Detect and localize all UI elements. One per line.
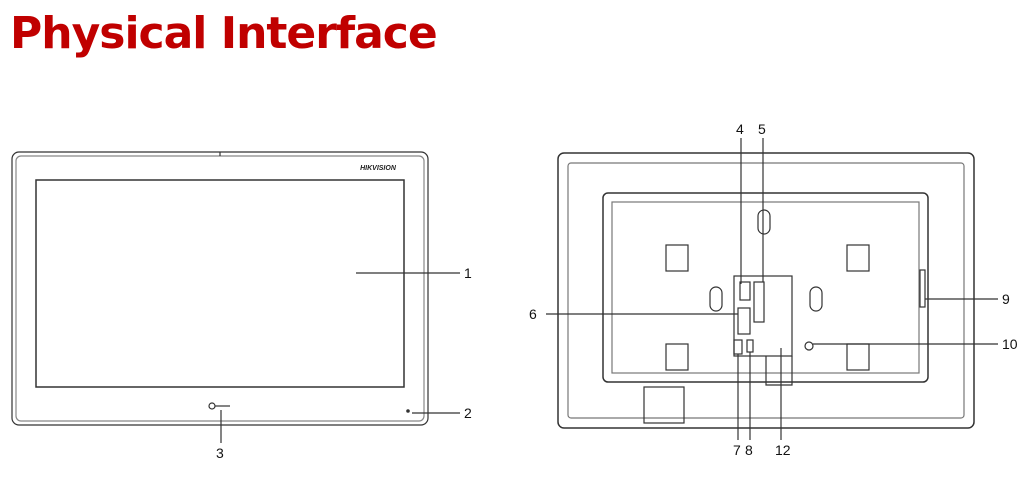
port-8 <box>746 339 754 353</box>
page-title: Physical Interface <box>10 8 438 59</box>
cable-channel <box>765 356 793 386</box>
key-icon <box>208 402 230 410</box>
mount-slot-left <box>709 286 723 312</box>
front-view: HIKVISION 1 2 3 <box>11 151 472 461</box>
front-microphone-dot <box>406 409 410 413</box>
side-button-9 <box>919 269 926 308</box>
label-1: 1 <box>464 265 472 281</box>
label-9: 9 <box>1002 291 1010 307</box>
front-frame-inner <box>15 155 425 422</box>
label-10: 10 <box>1002 336 1018 352</box>
label-5: 5 <box>758 121 766 137</box>
rear-frame-outer <box>557 152 975 429</box>
mount-hook <box>846 244 870 272</box>
rear-mount-plate <box>602 192 929 383</box>
label-8: 8 <box>745 442 753 458</box>
rear-view: 4 5 6 7 8 9 10 12 <box>529 121 1018 458</box>
front-frame-outer <box>11 151 429 426</box>
port-4 <box>739 281 751 301</box>
label-3: 3 <box>216 445 224 461</box>
terminal-area <box>733 275 793 357</box>
rear-tf-slot <box>643 386 685 424</box>
rear-mount-inner <box>611 201 920 374</box>
label-2: 2 <box>464 405 472 421</box>
rear-frame-inner <box>567 162 965 419</box>
front-screen <box>35 179 405 388</box>
mount-slot-right <box>809 286 823 312</box>
mount-hook <box>665 343 689 371</box>
label-7: 7 <box>733 442 741 458</box>
label-6: 6 <box>529 306 537 322</box>
port-7 <box>733 339 743 355</box>
label-4: 4 <box>736 121 744 137</box>
mount-slot-top <box>757 209 771 235</box>
port-6 <box>737 307 751 335</box>
brand-logo: HIKVISION <box>360 165 397 172</box>
mount-hook <box>846 343 870 371</box>
label-12: 12 <box>775 442 791 458</box>
port-5 <box>753 281 765 323</box>
reset-button-10 <box>804 341 814 351</box>
mount-hook <box>665 244 689 272</box>
